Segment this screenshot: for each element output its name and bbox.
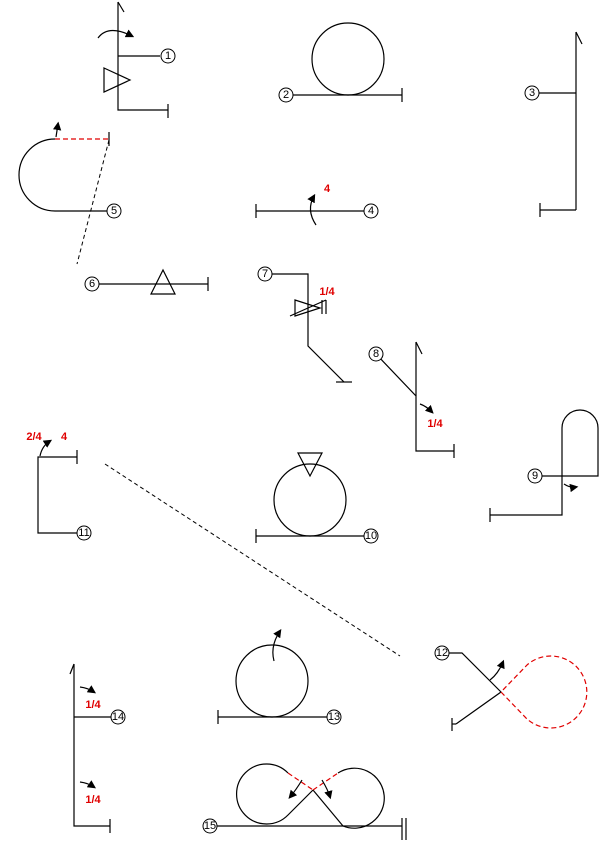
figure-4: 4 4	[255, 183, 379, 226]
figure-8-roll-note: 1/4	[427, 418, 443, 430]
figure-11-roll-note-a: 2/4	[26, 431, 42, 443]
figure-8: 1/4 8	[368, 341, 455, 458]
figure-9-number: 9	[532, 470, 538, 482]
figure-7-number: 7	[262, 268, 268, 280]
figure-1-number: 1	[165, 50, 171, 62]
figure-10: 10	[255, 452, 379, 544]
figure-7: 1/4 7	[257, 266, 352, 383]
figure-6: 6	[84, 268, 209, 295]
figure-10-number: 10	[365, 530, 377, 542]
figure-15-number: 15	[204, 820, 216, 832]
figure-3: 3	[524, 31, 583, 217]
figure-11-number: 11	[78, 527, 89, 539]
figure-6-number: 6	[89, 278, 95, 290]
figure-1-number-circle	[160, 48, 176, 64]
figure-9: 9	[489, 409, 599, 522]
figure-5: 5	[18, 121, 122, 265]
figure-5-number: 5	[111, 205, 117, 217]
figure-14-roll-note-b: 1/4	[85, 794, 101, 806]
figure-3-number: 3	[529, 87, 535, 99]
figure-4-number: 4	[368, 205, 374, 217]
figure-14-roll-note-a: 1/4	[85, 699, 101, 711]
figure-12-number: 12	[436, 647, 448, 659]
figure-2: 2	[278, 22, 403, 103]
figure-4-roll-note: 4	[324, 183, 331, 195]
figure-1: 1	[97, 1, 176, 118]
figure-12: 12	[434, 645, 588, 731]
figure-13-number: 13	[328, 711, 340, 723]
figure-11-roll-note-b: 4	[61, 431, 68, 443]
figure-13: 13	[217, 629, 342, 725]
figure-7-roll-note: 1/4	[319, 286, 335, 298]
figure-14: 1/4 1/4 14	[69, 663, 126, 833]
figure-11: 2/4 4 11	[26, 431, 401, 657]
figure-14-number: 14	[112, 711, 124, 723]
figure-2-number: 2	[283, 89, 289, 101]
figure-8-number: 8	[373, 348, 379, 360]
figure-15: 15	[202, 763, 407, 840]
